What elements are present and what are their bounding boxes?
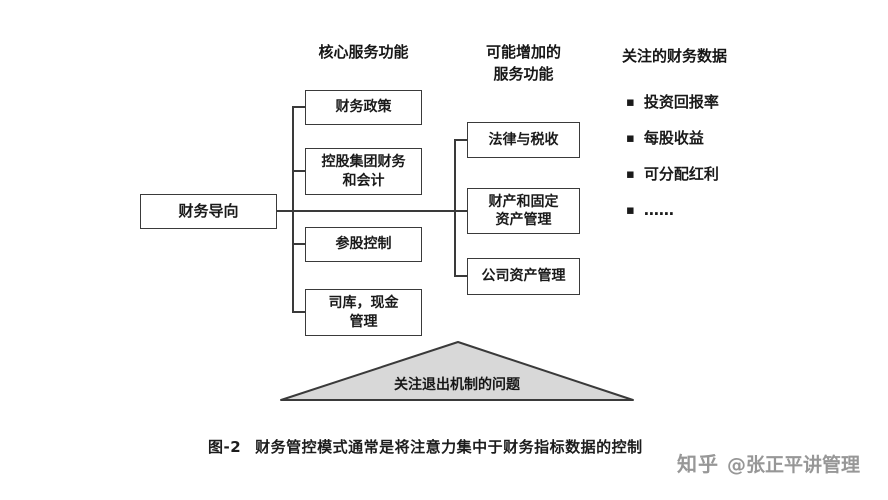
- list-item: ▪ 每股收益: [626, 128, 719, 149]
- connector-stub: [454, 139, 467, 141]
- triangle-shape: [280, 341, 634, 401]
- exit-mechanism-triangle: [275, 338, 639, 405]
- connector-stub: [292, 106, 305, 108]
- zhihu-logo: 知乎: [676, 452, 719, 476]
- list-item-label: 可分配红利: [643, 165, 719, 183]
- node-corporate-asset-management: 公司资产管理: [467, 258, 580, 295]
- node-financial-policy: 财务政策: [305, 90, 422, 125]
- zhihu-watermark: 知乎 @张正平讲管理: [677, 448, 860, 477]
- node-equity-control: 参股控制: [305, 227, 422, 262]
- list-item: ▪ ……: [626, 200, 719, 221]
- watermark-handle: @张正平讲管理: [726, 454, 860, 476]
- list-item-label: 投资回报率: [643, 93, 719, 111]
- header-added-services: 可能增加的 服务功能: [485, 43, 561, 83]
- list-item: ▪ 可分配红利: [626, 164, 719, 185]
- header-financial-data: 关注的财务数据: [622, 47, 728, 65]
- connector-stub: [292, 243, 305, 245]
- node-legal-and-tax: 法律与税收: [467, 122, 580, 158]
- bullet-icon: ▪: [626, 95, 635, 110]
- figure-caption-text: 财务管控模式通常是将注意力集中于财务指标数据的控制: [255, 438, 643, 456]
- node-financial-orientation: 财务导向: [140, 194, 277, 229]
- figure-caption: 图-2 财务管控模式通常是将注意力集中于财务指标数据的控制: [208, 436, 643, 457]
- list-item: ▪ 投资回报率: [626, 92, 719, 113]
- header-core-services: 核心服务功能: [318, 43, 409, 61]
- node-treasury-cash-management: 司库，现金 管理: [305, 289, 422, 336]
- node-holding-group-finance-accounting: 控股集团财务 和会计: [305, 148, 422, 195]
- bullet-icon: ▪: [626, 203, 635, 218]
- node-property-fixed-asset-management: 财产和固定 资产管理: [467, 188, 580, 234]
- connector-stub: [292, 311, 305, 313]
- figure-number: 图-2: [208, 438, 242, 456]
- financial-data-list: ▪ 投资回报率 ▪ 每股收益 ▪ 可分配红利 ▪ ……: [626, 92, 719, 236]
- connector-stub: [292, 170, 305, 172]
- list-item-label: ……: [643, 201, 674, 219]
- triangle-label: 关注退出机制的问题: [394, 377, 520, 393]
- connector-core-bracket: [292, 106, 294, 313]
- bullet-icon: ▪: [626, 131, 635, 146]
- bullet-icon: ▪: [626, 167, 635, 182]
- connector-main-line: [277, 210, 467, 212]
- list-item-label: 每股收益: [643, 129, 704, 147]
- connector-stub: [454, 275, 467, 277]
- connector-added-bracket: [454, 139, 456, 277]
